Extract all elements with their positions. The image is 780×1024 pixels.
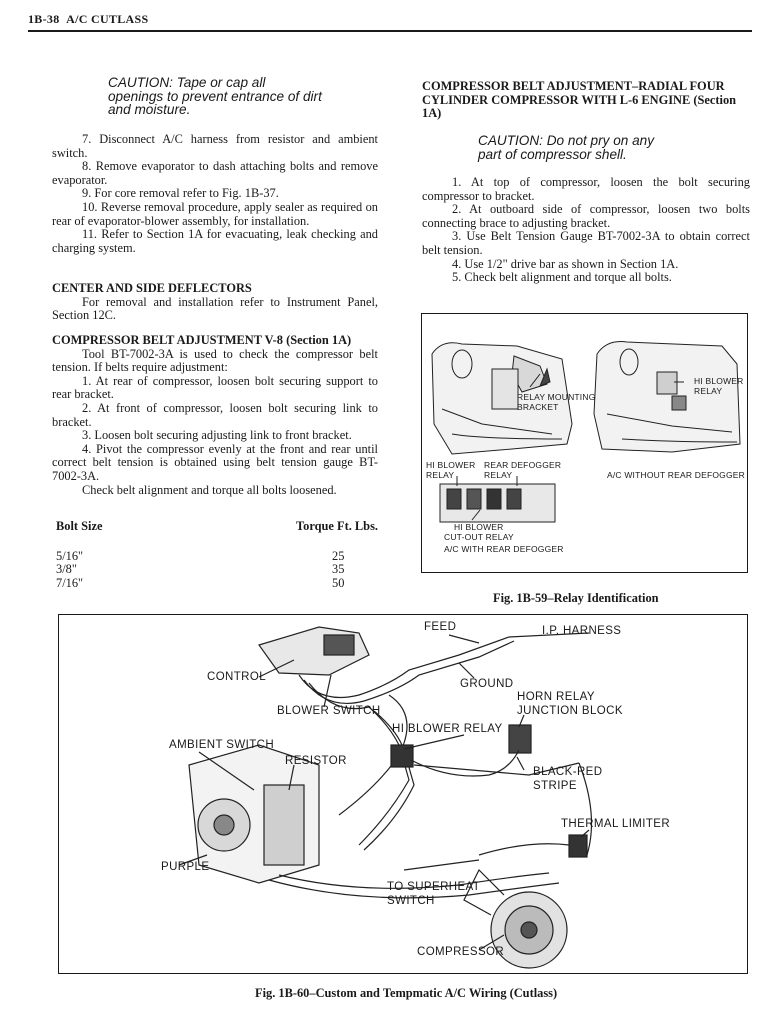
label-stripe: STRIPE [533,780,577,792]
section-text: Tool BT-7002-3A is used to check the com… [52,346,378,375]
right-caution: CAUTION: Do not pry on any part of compr… [422,134,750,161]
label-control: CONTROL [207,671,267,683]
table-body: 5/16" 25 3/8" 35 7/16" 50 [56,548,378,591]
torque-cell: 50 [332,575,345,590]
label-relay: RELAY [484,470,513,480]
label-relay-mounting: RELAY MOUNTING [517,392,596,402]
section-heading: CENTER AND SIDE DEFLECTORS [52,281,252,295]
wiring-figure: FEED I.P. HARNESS CONTROL GROUND BLOWER … [58,614,748,974]
step-item: 9. For core removal refer to Fig. 1B-37. [82,186,279,201]
evaporator-steps: 7. Disconnect A/C harness from resistor … [52,132,378,255]
table-row: 7/16" 50 [56,575,378,591]
relay-diagram-illustration [431,341,741,523]
torque-cell: 25 [332,548,345,563]
column-header: Torque Ft. Lbs. [296,519,378,533]
wiring-diagram-illustration [178,626,593,969]
radial-steps: 1. At top of compressor, loosen the bolt… [422,175,750,285]
label-purple: PURPLE [161,861,210,873]
label-to-superheat: TO SUPERHEAT [387,881,481,893]
label-hi-blower: HI BLOWER [694,376,744,386]
step-item: 8. Remove evaporator to dash attaching b… [52,159,378,187]
label-horn-relay: HORN RELAY [517,691,595,703]
table-row: 3/8" 35 [56,563,378,577]
label-thermal-limiter: THERMAL LIMITER [561,818,671,830]
section-text: Check belt alignment and torque all bolt… [82,482,337,497]
label-bracket: BRACKET [517,402,559,412]
step-item: 4. Use 1/2" drive bar as shown in Sectio… [452,256,679,271]
header-rule [28,30,752,32]
page-header: 1B-38 A/C CUTLASS [28,12,148,27]
figure-caption: Fig. 1B-60–Custom and Tempmatic A/C Wiri… [255,986,558,1000]
label-hi-blower-cutout: HI BLOWER [454,522,504,532]
step-item: 5. Check belt alignment and torque all b… [452,270,672,285]
label-hi-blower: HI BLOWER [426,460,476,470]
step-item: 7. Disconnect A/C harness from resistor … [52,132,378,160]
step-item: 1. At top of compressor, loosen the bolt… [422,175,750,203]
label-resistor: RESISTOR [285,755,347,767]
label-ground: GROUND [460,678,514,690]
section-heading: COMPRESSOR BELT ADJUSTMENT–RADIAL FOUR C… [422,79,737,121]
label-cutout-relay: CUT-OUT RELAY [444,532,514,542]
bolt-size-cell: 5/16" [56,548,84,563]
label-black-red: BLACK-RED [533,766,603,778]
left-caution: CAUTION: Tape or cap all openings to pre… [52,76,378,117]
section-heading: COMPRESSOR BELT ADJUSTMENT V-8 (Section … [52,333,352,347]
step-item: 1. At rear of compressor, loosen bolt se… [52,373,378,402]
step-item: 10. Reverse removal procedure, apply sea… [52,199,378,228]
figure-caption: Fig. 1B-59–Relay Identification [493,591,659,605]
step-item: 2. At front of compressor, loosen bolt s… [52,400,378,429]
v8-section: COMPRESSOR BELT ADJUSTMENT V-8 (Section … [52,333,378,497]
step-item: 11. Refer to Section 1A for evacuating, … [52,227,378,255]
radial-section: COMPRESSOR BELT ADJUSTMENT–RADIAL FOUR C… [422,79,750,121]
table-row: 5/16" 25 [56,548,378,564]
table-header: Bolt Size Torque Ft. Lbs. [56,519,378,534]
label-junction-block: JUNCTION BLOCK [517,705,623,717]
bolt-size-cell: 7/16" [56,575,84,590]
label-relay: RELAY [426,470,455,480]
caution-line: CAUTION: Do not pry on any [478,133,655,148]
section-title: A/C CUTLASS [66,12,149,26]
step-item: 3. Use Belt Tension Gauge BT-7002-3A to … [422,229,750,257]
label-ambient-switch: AMBIENT SWITCH [169,739,275,751]
section-text: For removal and installation refer to In… [52,294,378,323]
bolt-torque-table: Bolt Size Torque Ft. Lbs. 5/16" 25 3/8" … [56,519,378,591]
label-hi-blower-relay: HI BLOWER RELAY [392,723,503,735]
label-switch: SWITCH [387,895,435,907]
page-id: 1B-38 [28,12,60,26]
column-header: Bolt Size [56,519,103,533]
relay-identification-figure: RELAY MOUNTING BRACKET HI BLOWER RELAY H… [421,313,748,573]
label-relay: RELAY [694,386,723,396]
label-feed: FEED [424,621,457,633]
step-item: 3. Loosen bolt securing adjusting link t… [82,428,352,443]
bolt-size-cell: 3/8" [56,562,77,577]
label-without-defogger: A/C WITHOUT REAR DEFOGGER [607,470,746,480]
label-rear-defogger: REAR DEFOGGER [484,460,562,470]
step-item: 2. At outboard side of compressor, loose… [422,202,750,230]
step-item: 4. Pivot the compressor evenly at the fr… [52,441,378,483]
deflectors-section: CENTER AND SIDE DEFLECTORS For removal a… [52,281,378,323]
caution-line: openings to prevent entrance of dirt [108,88,322,104]
label-with-defogger: A/C WITH REAR DEFOGGER [444,544,564,554]
label-blower-switch: BLOWER SWITCH [277,705,381,717]
caution-line: part of compressor shell. [478,146,627,162]
label-compressor: COMPRESSOR [417,946,505,958]
torque-cell: 35 [332,562,345,577]
caution-line: CAUTION: Tape or cap all [108,75,266,90]
label-ip-harness: I.P. HARNESS [542,625,622,637]
caution-line: and moisture. [108,102,191,118]
